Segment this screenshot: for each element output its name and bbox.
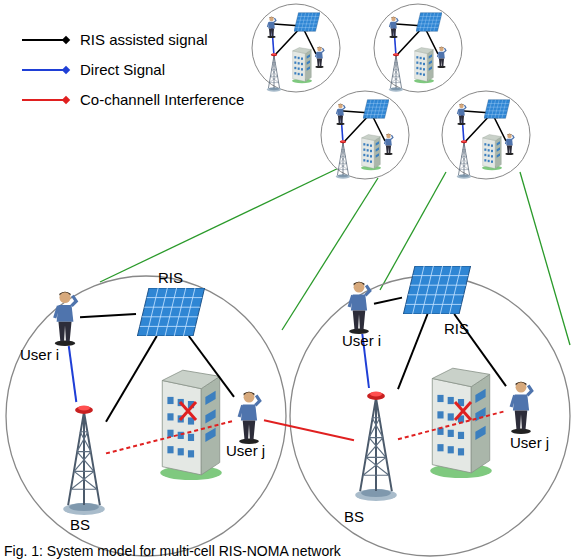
node-label: User i [342,332,381,349]
user-terminal: User i [50,290,80,346]
user-terminal: User j [234,390,264,444]
ris-link [398,314,428,389]
legend-sample [22,36,70,104]
cell-link [100,165,570,345]
node-icon [354,388,398,502]
mini-cell [252,4,340,92]
node-icon [402,266,472,314]
direct-link [69,346,77,402]
interference-link [106,421,234,454]
legend-text: Co-channell Interference [80,91,244,108]
ris-link [80,314,136,317]
node-icon [50,290,80,346]
node-icon [344,280,374,334]
figure-caption: Fig. 1: System model for multi-cell RIS-… [4,543,341,559]
mini-cell [374,4,462,92]
ris-panel: RIS [136,288,206,336]
node-label: RIS [158,269,183,286]
node-label: BS [344,508,364,525]
ris-link [189,336,234,397]
building [160,370,222,480]
node-label: User j [510,434,549,451]
node-icon [136,288,206,336]
cell-boundary [290,276,570,556]
node-icon [62,402,106,516]
user-terminal: User j [506,380,536,434]
ris-link [106,336,157,422]
mini-cell [321,91,409,179]
base-station: BS [62,402,106,516]
cell-boundary [6,276,286,556]
ris-link [374,298,402,304]
node-label: User j [226,442,265,459]
node-label: BS [70,516,90,533]
blocked-mark [180,402,471,420]
legend-text: Direct Signal [80,61,165,78]
ris-panel: RIS [402,266,472,314]
base-station: BS [354,388,398,502]
interference-link [398,411,506,439]
node-label: User i [20,346,59,363]
interference-link [264,420,354,440]
user-terminal: User i [344,280,374,334]
mini-cell [442,91,530,179]
node-icon [506,380,536,434]
legend-text: RIS assisted signal [80,31,208,48]
node-icon [234,390,264,444]
node-label: RIS [444,320,469,337]
